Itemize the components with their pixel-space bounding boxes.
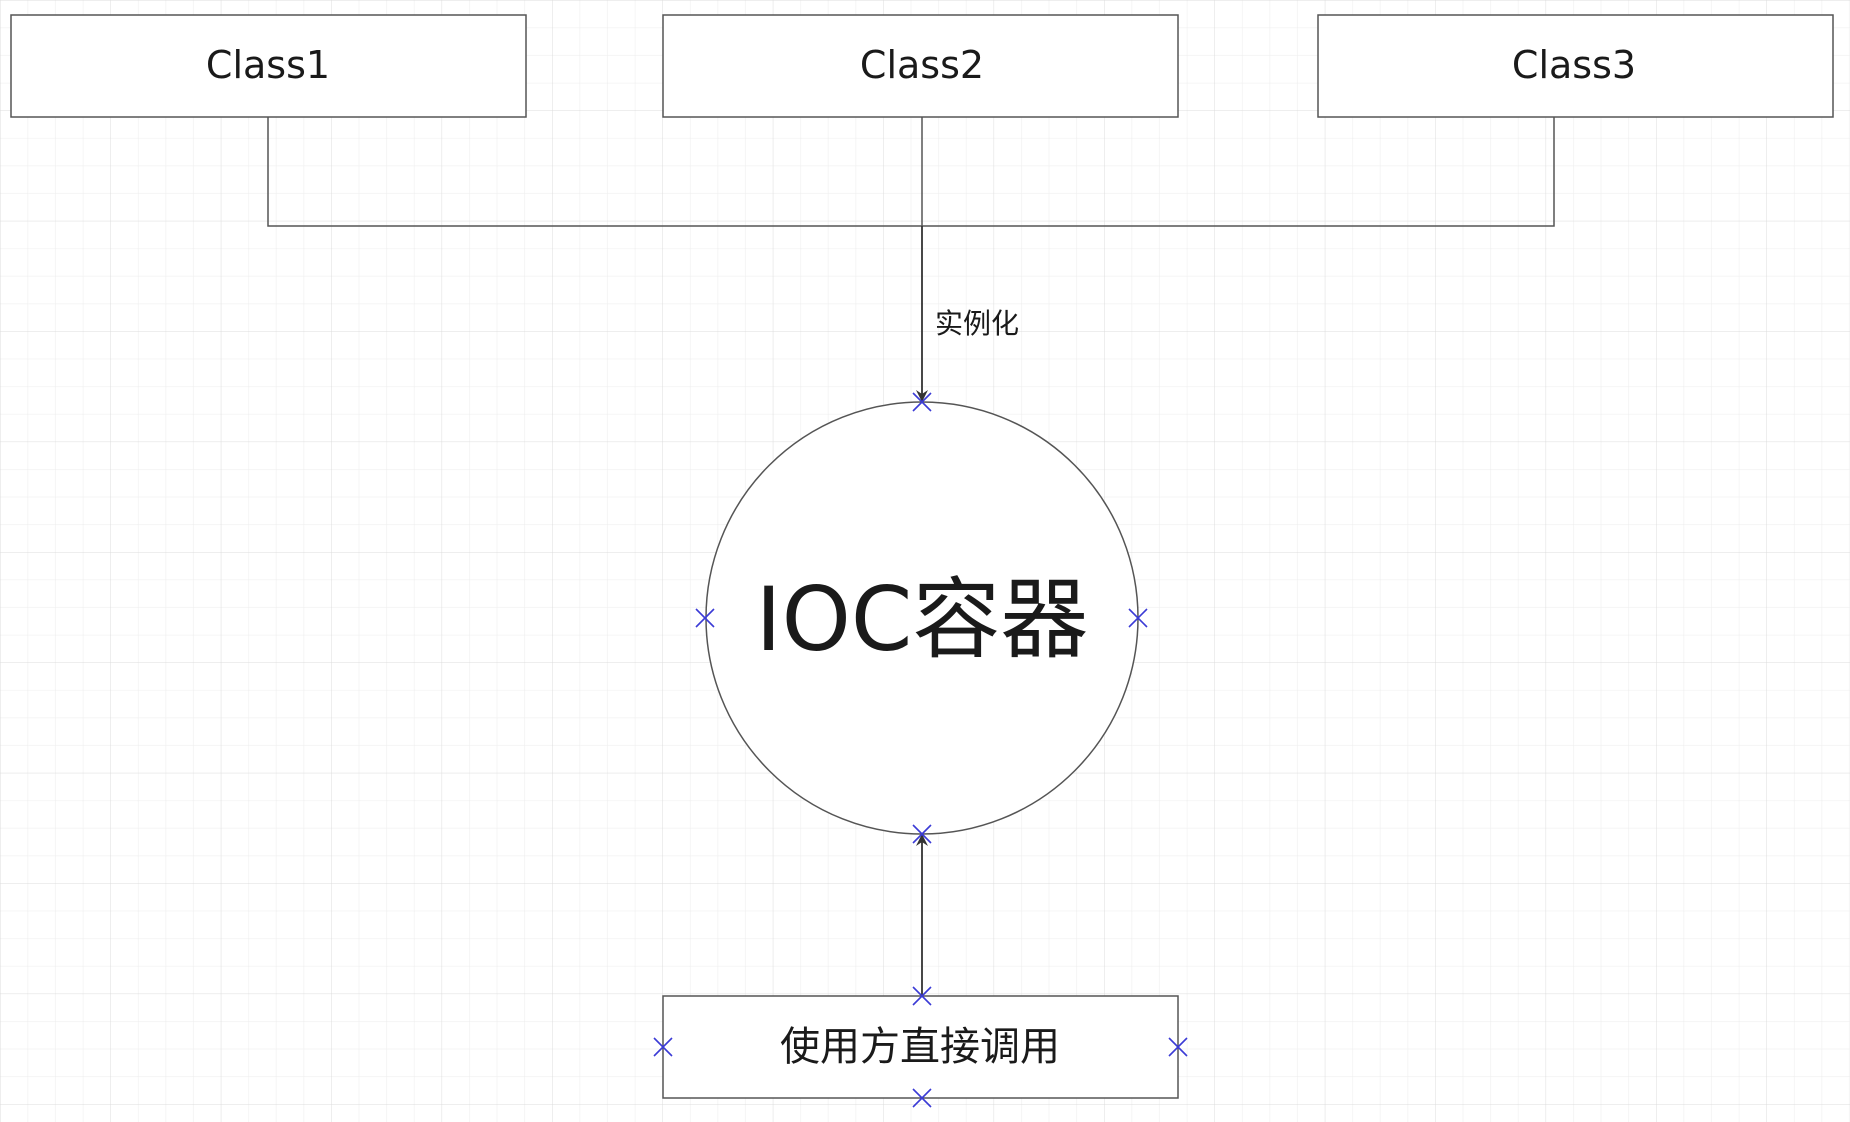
class3-node[interactable]: Class3 [1317, 14, 1834, 118]
consumer-label: 使用方直接调用 [780, 1024, 1060, 1070]
class2-label: Class2 [860, 43, 984, 87]
class2-node[interactable]: Class2 [662, 14, 1179, 118]
instantiate-label: 实例化 [935, 307, 1019, 340]
consumer-node[interactable]: 使用方直接调用 [662, 995, 1179, 1099]
ioc-container-node[interactable]: IOC容器 [705, 401, 1139, 835]
class-connectors[interactable] [267, 117, 1555, 227]
ioc-container-label: IOC容器 [756, 568, 1089, 671]
class3-box[interactable] [1317, 14, 1834, 118]
consumer-box[interactable] [662, 995, 1179, 1099]
class2-box[interactable] [662, 14, 1179, 118]
class1-label: Class1 [206, 43, 330, 87]
class1-connector[interactable] [267, 117, 922, 227]
class3-connector[interactable] [922, 117, 1555, 227]
class1-node[interactable]: Class1 [10, 14, 527, 118]
class1-box[interactable] [10, 14, 527, 118]
class3-label: Class3 [1512, 43, 1636, 87]
